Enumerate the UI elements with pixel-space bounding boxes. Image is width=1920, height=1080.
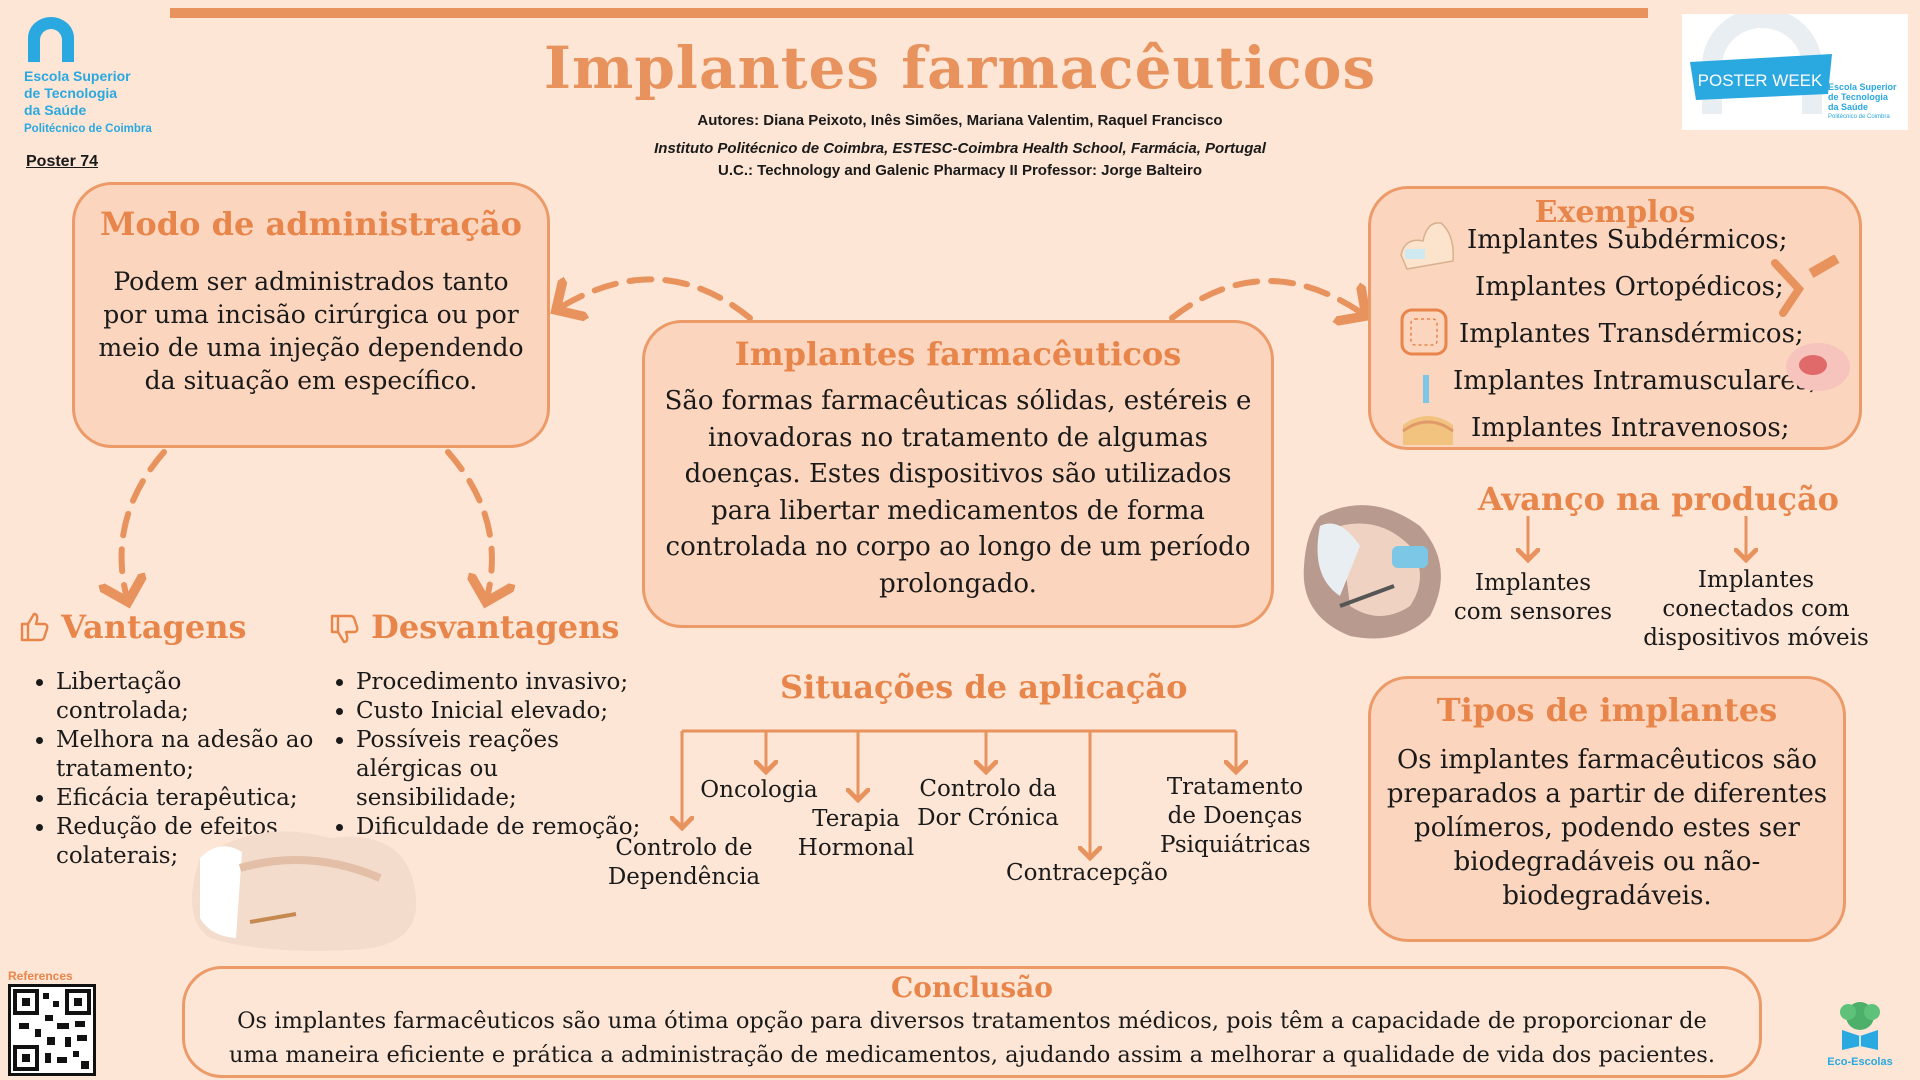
page-title: Implantes farmacêuticos <box>543 34 1377 102</box>
syringe-icon <box>1402 375 1454 445</box>
modo-body: Podem ser administrados tanto por uma in… <box>98 267 524 395</box>
vantagem-item: Eficácia terapêutica; <box>56 784 318 813</box>
course-info: U.C.: Technology and Galenic Pharmacy II… <box>717 162 1202 179</box>
conclusao-line-1: Os implantes farmacêuticos são uma ótima… <box>237 1008 1707 1034</box>
poster-week-line-3: da Saúde <box>1828 102 1868 112</box>
logo-line-3: da Saúde <box>24 102 87 118</box>
situacao-item: Controlo da Dor Crónica <box>917 776 1059 831</box>
central-title: Implantes farmacêuticos <box>734 335 1182 373</box>
desvantagem-item: Custo Inicial elevado; <box>356 697 658 726</box>
conclusao-box: Conclusão Os implantes farmacêuticos são… <box>182 966 1762 1078</box>
logo-line-2: de Tecnologia <box>24 85 118 101</box>
tipos-box: Tipos de implantes Os implantes farmacêu… <box>1368 676 1846 942</box>
poster-week-icon: POSTER WEEK Escola Superior de Tecnologi… <box>1690 8 1897 120</box>
school-logo-icon <box>28 17 74 62</box>
situacao-item: Tratamento de Doenças Psiquiátricas <box>1160 774 1311 858</box>
qr-code-icon <box>13 989 91 1071</box>
thumbs-up-icon <box>20 612 49 642</box>
exemplos-box: Exemplos Implantes Subdérmicos; Implante… <box>1368 186 1862 450</box>
authors: Autores: Diana Peixoto, Inês Simões, Mar… <box>697 112 1223 129</box>
arm-icon <box>1400 222 1454 270</box>
knee-icon <box>1771 255 1840 317</box>
desvantagens-heading: Desvantagens <box>328 608 619 646</box>
conclusao-line-2: uma maneira eficiente e prática a admini… <box>229 1042 1715 1068</box>
avanco-item-dispositivos: Implantes conectados com dispositivos mó… <box>1643 567 1869 651</box>
situacao-item: Oncologia <box>700 777 818 803</box>
vantagem-item: Melhora na adesão ao tratamento; <box>56 726 318 784</box>
situacao-item: Contracepção <box>1006 860 1168 886</box>
institution: Instituto Politécnico de Coimbra, ESTESC… <box>654 140 1266 157</box>
situacao-item: Terapia Hormonal <box>797 806 915 861</box>
patch-icon <box>1400 308 1448 356</box>
vantagens-heading: Vantagens <box>18 608 247 646</box>
central-box: Implantes farmacêuticos São formas farma… <box>642 320 1274 628</box>
school-logo: Escola Superior de Tecnologia da Saúde P… <box>24 14 194 135</box>
arrow-to-exemplos <box>1169 278 1366 318</box>
logo-line-1: Escola Superior <box>24 68 131 84</box>
logo-subtitle: Politécnico de Coimbra <box>24 123 152 135</box>
tipos-title: Tipos de implantes <box>1436 691 1778 729</box>
poster-week-line-1: Escola Superior <box>1828 82 1897 92</box>
poster-number: Poster 74 <box>26 153 99 170</box>
poster-week-badge-text: POSTER WEEK <box>1698 71 1823 90</box>
arrow-to-desvantagens <box>445 449 492 602</box>
desvantagem-item: Possíveis reações alérgicas ou sensibili… <box>356 726 658 813</box>
exemplo-item: Implantes Intravenosos; <box>1471 413 1790 443</box>
tipos-body: Os implantes farmacêuticos são preparado… <box>1386 745 1828 911</box>
poster-week-logo: POSTER WEEK Escola Superior de Tecnologi… <box>1682 8 1908 130</box>
exemplo-item: Implantes Subdérmicos; <box>1467 225 1788 255</box>
poster-week-sub: Politécnico de Coimbra <box>1828 114 1890 120</box>
situacao-item: Controlo de Dependência <box>607 835 761 890</box>
avanco-title: Avanço na produção <box>1478 480 1840 518</box>
modo-title: Modo de administração <box>100 205 522 243</box>
situacoes-tree <box>682 729 1236 858</box>
arrow-to-modo <box>556 276 753 318</box>
vantagens-list: Libertação controlada; Melhora na adesão… <box>28 668 318 871</box>
situacoes-title: Situações de aplicação <box>780 668 1188 706</box>
exemplo-item: Implantes Transdérmicos; <box>1459 319 1804 349</box>
desvantagem-item: Dificuldade de remoção; <box>356 813 658 842</box>
avanco-item-sensores: Implantes com sensores <box>1453 570 1613 625</box>
exemplo-item: Implantes Intramusculares; <box>1453 366 1818 396</box>
top-bar <box>170 8 1648 18</box>
references-label: References <box>8 969 73 983</box>
sensor-implant-photo <box>1303 505 1441 639</box>
arm-implant-photo <box>192 831 417 951</box>
arrow-to-vantagens <box>122 449 167 602</box>
conclusao-title: Conclusão <box>891 971 1053 1004</box>
vantagem-item: Libertação controlada; <box>56 668 318 726</box>
references-qr-code[interactable] <box>8 984 96 1076</box>
vantagens-title: Vantagens <box>61 608 247 646</box>
poster-week-line-2: de Tecnologia <box>1828 92 1889 102</box>
desvantagem-item: Procedimento invasivo; <box>356 668 658 697</box>
desvantagens-title: Desvantagens <box>371 608 620 646</box>
eco-escolas-label: Eco-Escolas <box>1827 1056 1893 1068</box>
central-body: São formas farmacêuticas sólidas, estére… <box>664 386 1252 599</box>
modo-administracao-box: Modo de administração Podem ser administ… <box>72 182 550 448</box>
desvantagens-list: Procedimento invasivo; Custo Inicial ele… <box>328 668 658 842</box>
vantagem-item: Redução de efeitos colaterais; <box>56 813 318 871</box>
eco-escolas-logo: Eco-Escolas <box>1820 1000 1900 1070</box>
exemplos-title: Exemplos <box>1534 195 1696 230</box>
exemplo-item: Implantes Ortopédicos; <box>1475 272 1784 302</box>
eco-escolas-icon <box>1840 1002 1880 1050</box>
muscle-icon <box>1786 343 1850 391</box>
thumbs-down-icon <box>330 614 359 644</box>
